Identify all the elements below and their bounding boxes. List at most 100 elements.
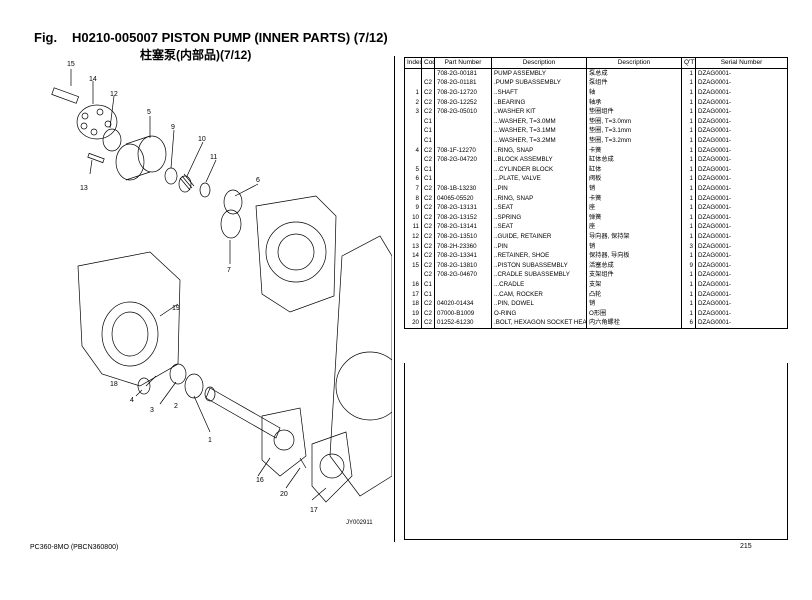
cell-qty: 1 — [681, 222, 696, 232]
cell-desc-cn: 缸体总成 — [586, 154, 682, 165]
cell-serial: DZAG0001- — [695, 126, 788, 136]
cell-qty: 9 — [681, 260, 696, 271]
cell-qty: 1 — [681, 145, 696, 155]
shoe-retainer-shape — [76, 104, 118, 140]
figure-title: H0210-005007 PISTON PUMP (INNER PARTS) (… — [72, 30, 388, 45]
cell-qty: 1 — [681, 78, 696, 88]
callout-label: 13 — [80, 185, 88, 192]
cell-index — [404, 270, 422, 280]
header-index: Index — [404, 57, 422, 69]
cell-index: 5 — [404, 164, 422, 175]
cell-serial: DZAG0001- — [695, 298, 788, 309]
cell-qty: 1 — [681, 183, 696, 194]
callout-label: 15 — [67, 61, 75, 68]
snap-ring-shape-2 — [169, 363, 187, 385]
cell-serial: DZAG0001- — [695, 116, 788, 127]
cell-qty: 1 — [681, 250, 696, 261]
cell-index — [404, 116, 422, 127]
cell-part: 708-2G-12252 — [434, 97, 492, 107]
cell-qty: 1 — [681, 164, 696, 175]
callout-label: 16 — [256, 477, 264, 484]
diagram-code: JY002911 — [346, 520, 373, 526]
callout-labels: 15 14 12 5 9 10 11 13 6 7 19 18 4 3 2 1 … — [67, 61, 318, 514]
cell-desc-cn: 销 — [586, 241, 682, 251]
callout-label: 6 — [256, 177, 260, 184]
cell-desc-cn: 泵组件 — [586, 78, 682, 88]
cradle-shape — [261, 407, 307, 477]
cell-part — [434, 279, 492, 290]
cell-serial: DZAG0001- — [695, 308, 788, 319]
cell-serial: DZAG0001- — [695, 193, 788, 203]
cell-desc-en: .PUMP SUBASSEMBLY — [491, 78, 587, 88]
cell-desc-cn: 轴承 — [586, 97, 682, 107]
piston-shape — [51, 87, 80, 104]
cell-desc-cn: O形圈 — [586, 308, 682, 319]
cell-code: C2 — [421, 87, 435, 98]
cell-qty: 1 — [681, 126, 696, 136]
cell-desc-en: ..WASHER KIT — [491, 106, 587, 117]
cell-part: 04065-05520 — [434, 193, 492, 203]
valve-plate-shape — [220, 209, 242, 239]
cell-qty: 1 — [681, 270, 696, 280]
cell-code: C2 — [421, 298, 435, 309]
cell-index: 9 — [404, 202, 422, 213]
cell-desc-cn: 垫圈组件 — [586, 106, 682, 117]
cell-qty: 1 — [681, 193, 696, 203]
cell-desc-en: ..CRADLE SUBASSEMBLY — [491, 270, 587, 280]
cell-index: 4 — [404, 145, 422, 155]
cell-serial: DZAG0001- — [695, 183, 788, 194]
cell-index: 2 — [404, 97, 422, 107]
cell-part — [434, 135, 492, 146]
cell-desc-en: ...WASHER, T=3.0MM — [491, 116, 587, 127]
cell-index: 20 — [404, 318, 422, 329]
cell-desc-en: ...CYLINDER BLOCK — [491, 164, 587, 175]
cell-desc-en: ..BEARING — [491, 97, 587, 107]
cell-desc-en: ..PIN — [491, 241, 587, 251]
cell-desc-cn: 阀板 — [586, 174, 682, 184]
parts-table: Index Code Part Number Description Descr… — [404, 57, 788, 329]
cell-part: 04020-01434 — [434, 298, 492, 309]
cell-code: C2 — [421, 183, 435, 194]
cell-serial: DZAG0001- — [695, 270, 788, 280]
cell-serial: DZAG0001- — [695, 97, 788, 107]
cell-serial: DZAG0001- — [695, 78, 788, 88]
cell-part: 708-2G-04720 — [434, 154, 492, 165]
cell-qty: 1 — [681, 231, 696, 242]
cell-serial: DZAG0001- — [695, 68, 788, 79]
callout-label: 9 — [171, 124, 175, 131]
cell-part: 708-2G-05010 — [434, 106, 492, 117]
cell-part: 708-2G-13152 — [434, 212, 492, 223]
cell-desc-cn: 支架 — [586, 279, 682, 290]
callout-label: 14 — [89, 76, 97, 83]
cell-serial: DZAG0001- — [695, 289, 788, 299]
cell-desc-en: ..BLOCK ASSEMBLY — [491, 154, 587, 165]
callout-label: 17 — [310, 507, 318, 514]
cell-code: C2 — [421, 154, 435, 165]
cell-code: C1 — [421, 116, 435, 127]
cell-code: C1 — [421, 126, 435, 136]
cell-part: 708-2G-12720 — [434, 87, 492, 98]
cell-desc-cn: 支架组件 — [586, 270, 682, 280]
cell-desc-en: ...PLATE, VALVE — [491, 174, 587, 184]
cell-desc-en: ..RING, SNAP — [491, 145, 587, 155]
cell-part: 708-2G-00181 — [434, 68, 492, 79]
cell-serial: DZAG0001- — [695, 106, 788, 117]
cell-code: C2 — [421, 106, 435, 117]
cell-code: C2 — [421, 202, 435, 213]
header-description-cn: Description — [586, 57, 682, 69]
header-serial-number: Serial Number — [695, 57, 788, 69]
cell-desc-cn: 保持器, 导向板 — [586, 250, 682, 261]
cell-qty: 1 — [681, 135, 696, 146]
cell-index: 1 — [404, 87, 422, 98]
cell-qty: 1 — [681, 279, 696, 290]
